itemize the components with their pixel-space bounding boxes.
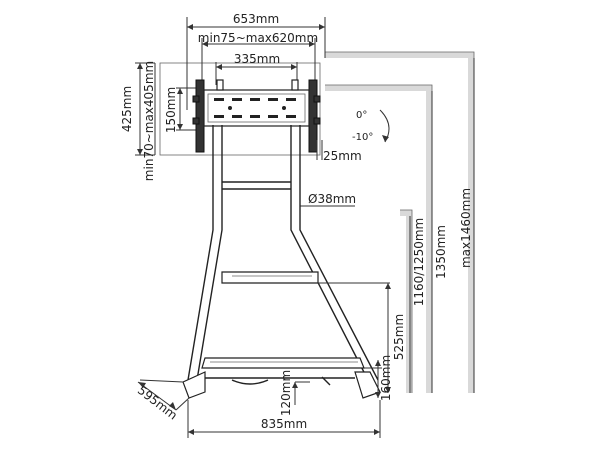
upper-shelf — [221, 271, 319, 284]
label-tilt-minus10: -10° — [352, 132, 373, 143]
dimension-max1460: max1460mm — [459, 58, 475, 393]
wall-outline — [325, 52, 474, 393]
label-tilt-0: 0° — [356, 110, 367, 121]
dimension-vesa-vertical: min70~max405mm — [142, 61, 156, 181]
dimension-25: 25mm — [316, 140, 362, 163]
label-160: 160mm — [379, 355, 393, 401]
tv-panel-outline — [159, 62, 321, 156]
tilt-indicator: 0° -10° — [352, 109, 390, 143]
dimension-1160-1250: 1160/1250mm — [409, 216, 426, 393]
label-835: 835mm — [261, 417, 307, 431]
dimension-120: 120mm — [279, 370, 310, 416]
dimension-835: 835mm — [187, 400, 381, 438]
label-525: 525mm — [392, 314, 406, 360]
label-vesa-vertical: min70~max405mm — [142, 61, 156, 181]
label-120: 120mm — [279, 370, 293, 416]
dimension-525: 525mm — [318, 282, 406, 393]
dimension-425: 425mm — [120, 62, 155, 156]
label-25: 25mm — [323, 149, 362, 163]
stand-legs — [187, 190, 379, 381]
vesa-bracket — [192, 79, 321, 153]
upper-poles — [212, 125, 301, 190]
label-150: 150mm — [164, 87, 178, 133]
dimension-tube-diameter: Ø38mm — [300, 192, 356, 207]
dimension-150: 150mm — [164, 87, 200, 133]
label-335: 335mm — [234, 52, 280, 66]
dimension-335: 335mm — [215, 52, 298, 85]
lower-shelf — [201, 357, 365, 369]
label-1160-1250: 1160/1250mm — [412, 218, 426, 307]
label-vesa-horizontal: min75~max620mm — [198, 31, 318, 45]
dimension-653: 653mm — [186, 12, 326, 110]
label-tube-diameter: Ø38mm — [308, 192, 356, 206]
dimension-595: 595mm — [135, 379, 190, 423]
label-max1460: max1460mm — [459, 188, 473, 268]
dimension-1350: 1350mm — [431, 91, 448, 393]
dimension-160: 160mm — [364, 355, 393, 401]
base — [182, 371, 381, 399]
label-1350: 1350mm — [434, 225, 448, 279]
label-653: 653mm — [233, 12, 279, 26]
label-425: 425mm — [120, 86, 134, 132]
dimension-vesa-horizontal: min75~max620mm — [198, 31, 318, 82]
